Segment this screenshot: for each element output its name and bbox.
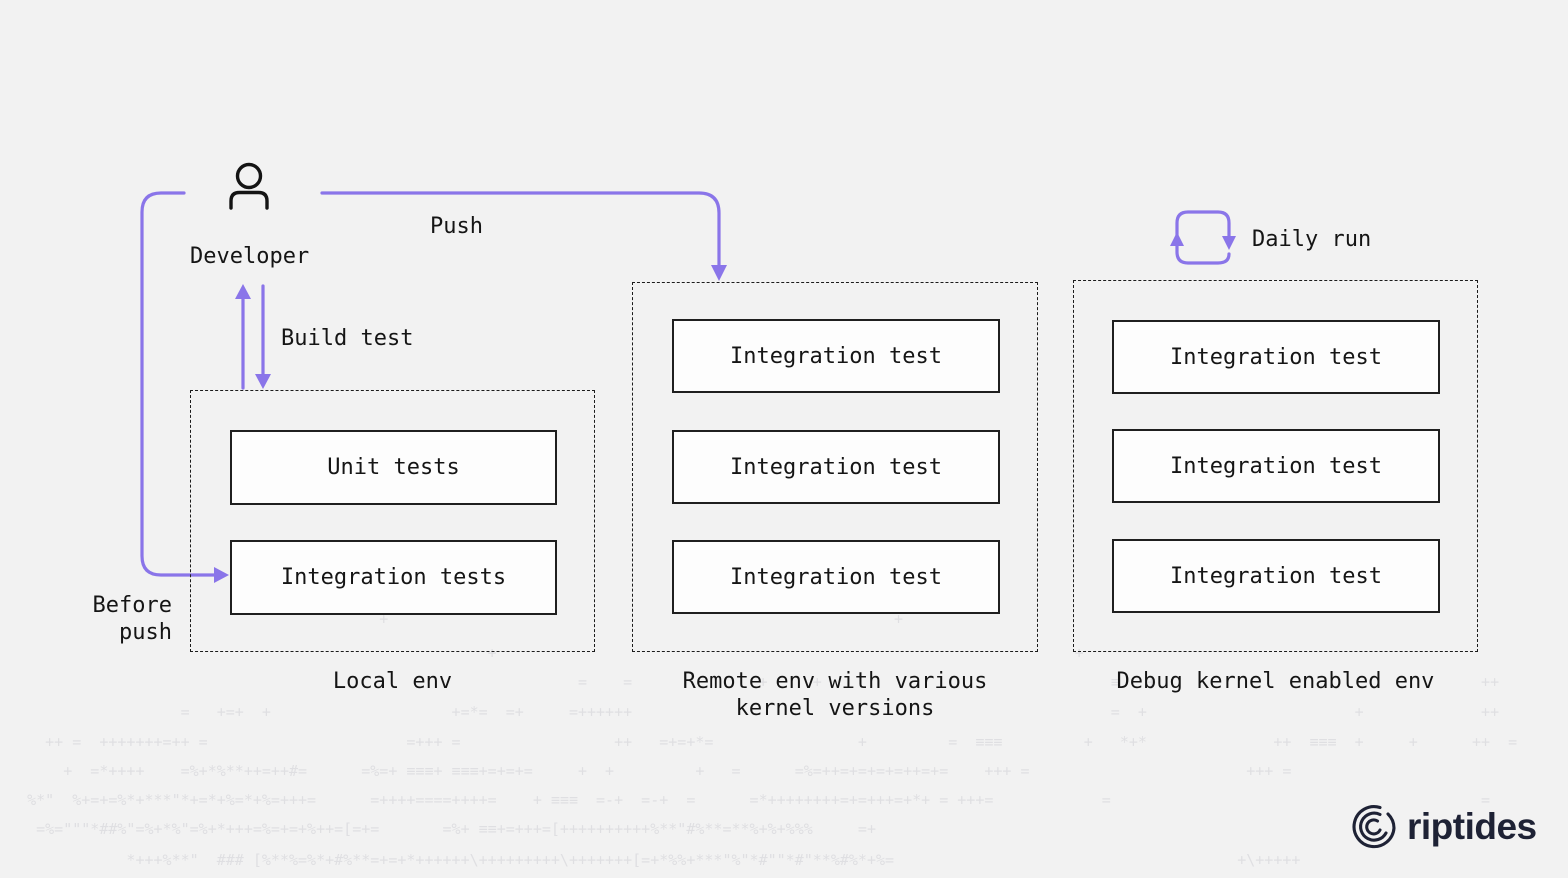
noise-row: + + <box>0 644 1084 662</box>
riptides-swirl-icon <box>1352 805 1396 849</box>
build-test-up-arrow <box>235 284 251 390</box>
debug-env-box <box>1073 280 1478 652</box>
noise-row: + + <box>0 610 904 628</box>
build-test-down-arrow <box>255 284 271 389</box>
cycle-arrows-icon <box>1170 210 1236 265</box>
remote-env-title-line2: kernel versions <box>735 696 935 721</box>
noise-row: %*" %+=+=%*+***"*+=*+%=*+%=+++= =++++===… <box>0 791 1491 809</box>
before-push-line2: push <box>119 620 172 645</box>
remote-integration-test-box-1: Integration test <box>672 319 1000 393</box>
riptides-logo: riptides <box>1352 804 1537 850</box>
remote-integration-test-box-2: Integration test <box>672 430 1000 504</box>
debug-integration-test-box-2: Integration test <box>1112 429 1440 503</box>
riptides-logo-text: riptides <box>1407 806 1537 847</box>
debug-integration-test-box-3: Integration test <box>1112 539 1440 613</box>
person-icon <box>229 162 269 210</box>
noise-row: + =*++++ =%+*%**++=++#= =%=+ ≡≡≡+ ≡≡≡+=+… <box>0 762 1292 780</box>
developer-label: Developer <box>190 244 310 269</box>
debug-integration-test-box-1: Integration test <box>1112 320 1440 394</box>
local-env-title: Local env <box>332 669 453 694</box>
noise-row: *+++%**" ### [%**%=%*+#%**=+=+*++++++\++… <box>0 851 1301 869</box>
remote-env-box <box>632 282 1038 652</box>
before-push-label: Before push <box>60 592 172 646</box>
noise-row: = = + + ≡ + ++ <box>0 673 1500 691</box>
daily-run-label: Daily run <box>1252 227 1372 252</box>
noise-row: ++ = +++++++=++ = =+++ = ++ =+=+*= + = ≡… <box>0 733 1518 751</box>
unit-tests-box: Unit tests <box>230 430 557 505</box>
build-test-label: Build test <box>281 326 414 351</box>
remote-integration-test-box-3: Integration test <box>672 540 1000 614</box>
local-env-box <box>190 390 595 652</box>
push-label: Push <box>430 214 483 239</box>
local-integration-tests-box: Integration tests <box>230 540 557 615</box>
remote-env-title: Remote env with various kernel versions <box>632 668 1038 722</box>
debug-env-title: Debug kernel enabled env <box>1116 669 1435 694</box>
before-push-line1: Before <box>92 593 172 618</box>
remote-env-title-line1: Remote env with various <box>682 669 988 694</box>
noise-row: =%="""*##%"=%+*%"=%+*+++=%=+=+%++=[=+= =… <box>0 820 876 838</box>
noise-row: = +=+ + +=*= =+ =++++++ = + + ++ <box>0 703 1500 721</box>
